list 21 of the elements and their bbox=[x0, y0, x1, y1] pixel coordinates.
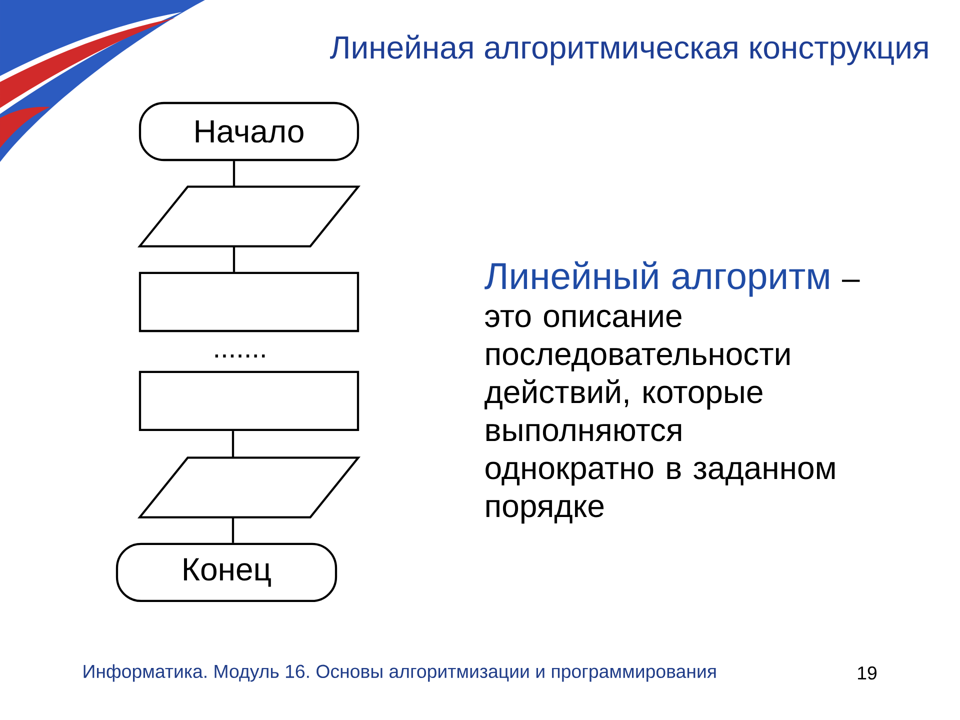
label: Линейный алгоритм bbox=[484, 261, 829, 297]
terminal-box: Конец bbox=[116, 542, 338, 602]
definition-text: Линейный алгоритм – это описание последовательности действий, которые выполняются однократно в заданном порядке bbox=[484, 261, 860, 524]
label: порядке bbox=[486, 500, 604, 524]
process-box bbox=[138, 272, 360, 332]
label: действий, которые bbox=[484, 379, 762, 410]
label: однократно в заданном bbox=[486, 462, 835, 486]
connector-line bbox=[232, 161, 236, 187]
connector-line bbox=[232, 517, 234, 543]
process-box bbox=[138, 370, 360, 432]
footer-text: Информатика. Модуль 16. Основы алгоритмизации и программирования bbox=[84, 664, 716, 682]
ellipsis-mark: ....... bbox=[215, 354, 265, 358]
page-number: 19 bbox=[858, 666, 876, 680]
label: – bbox=[842, 280, 860, 282]
terminal-box: Начало bbox=[138, 102, 360, 162]
slide-title: Линейная алгоритмическая конструкция bbox=[330, 34, 928, 66]
connector-line bbox=[232, 246, 236, 272]
label: последовательности bbox=[486, 348, 790, 372]
label: выполняются bbox=[486, 424, 682, 442]
connector-line bbox=[232, 431, 234, 458]
label: это описание bbox=[485, 310, 682, 328]
